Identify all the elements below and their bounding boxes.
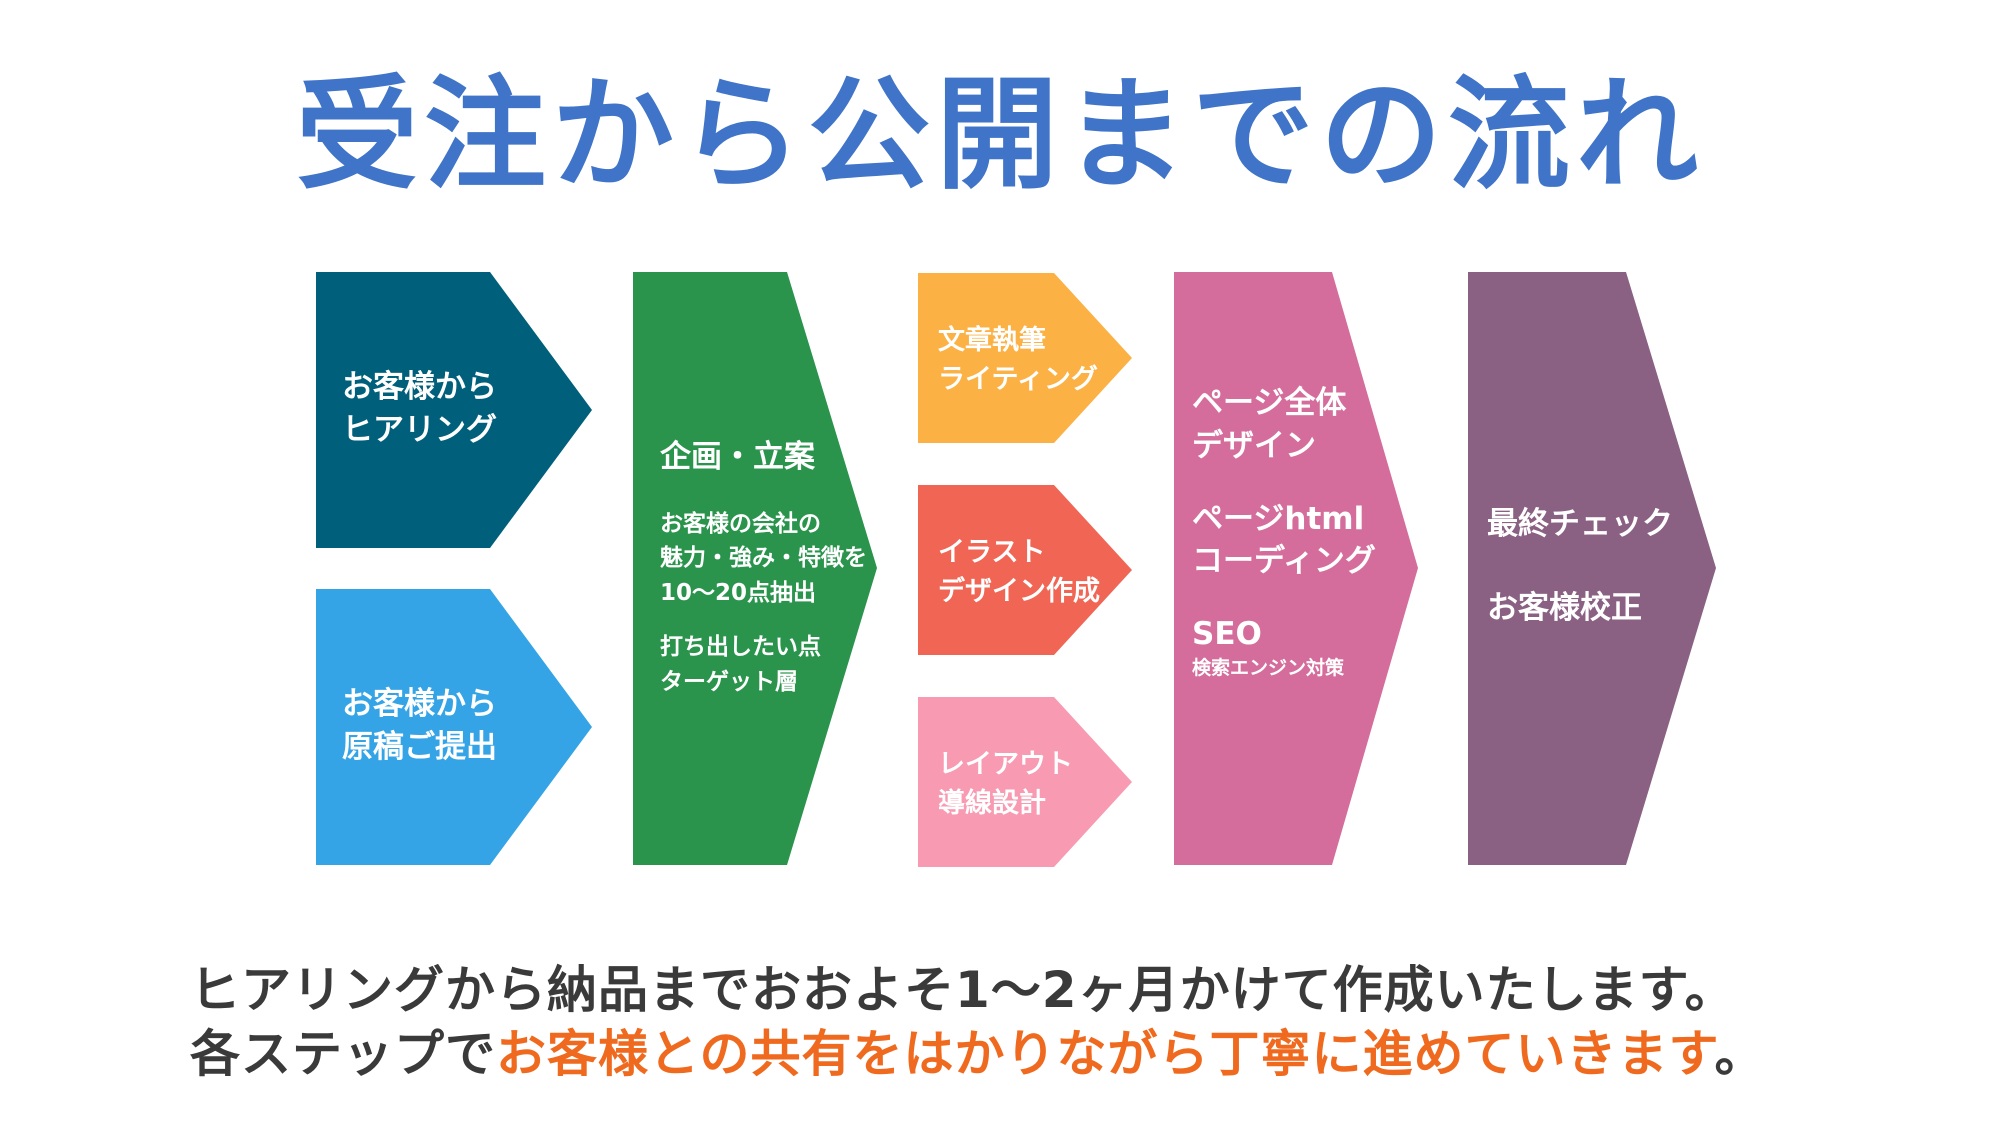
step-final-check-chevron [1468,272,1716,865]
step-planning-detail: 10〜20点抽出 [660,579,817,606]
step-planning-detail: 打ち出したい点 [660,634,821,661]
step-final-check-label: 最終チェック お客様校正 [1487,506,1673,626]
step-writing-chevron [918,273,1132,443]
step-manuscript-chevron [316,589,592,865]
step-illustration-label: イラスト デザイン作成 [938,537,1100,608]
summary-highlight: お客様との共有をはかりながら丁寧に進めていきます [496,1025,1715,1083]
step-layout-label: レイアウト 導線設計 [938,749,1073,820]
step-planning-label: 企画・立案 お客様の会社の 魅力・強み・特徴を 10〜20点抽出 打ち出したい点… [660,436,867,699]
step-hearing-label: お客様から ヒアリング [342,369,497,448]
step-manuscript-label: お客様から 原稿ご提出 [342,686,497,765]
step-page-design-label: ページ全体 デザイン ページhtml コーディング SEO 検索エンジン対策 [1192,385,1376,679]
step-page-design-chevron [1174,272,1418,865]
step-layout-chevron [918,697,1132,867]
step-planning-heading: 企画・立案 [660,439,815,475]
step-planning-chevron [633,272,877,865]
step-writing-label: 文章執筆 ライティング [938,325,1098,396]
summary-line-2: 各ステップでお客様との共有をはかりながら丁寧に進めていきます。 [190,1025,1766,1083]
page-title: 受注から公開までの流れ [296,64,1704,206]
step-planning-detail: 魅力・強み・特徴を [660,545,867,572]
step-illustration-chevron [918,485,1132,655]
summary-line-1: ヒアリングから納品までおおよそ1〜2ヶ月かけて作成いたします。 [190,961,1736,1019]
step-planning-detail: ターゲット層 [660,668,798,695]
step-planning-detail: お客様の会社の [660,510,821,537]
step-hearing-chevron [316,272,592,548]
